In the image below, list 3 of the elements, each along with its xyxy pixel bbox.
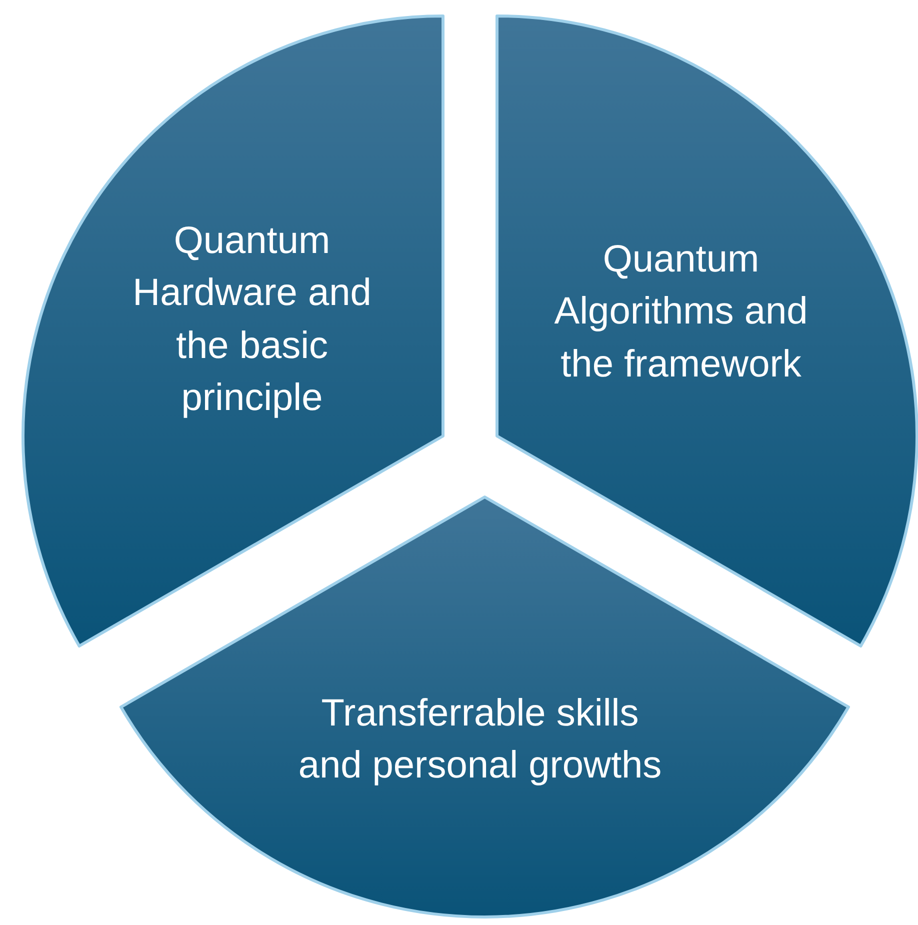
segment-label: Quantum Hardware and the basic principle [132, 219, 372, 422]
segment-label: Quantum Algorithms and the framework [553, 237, 809, 388]
segment-label: Transferrable skills and personal growths [297, 692, 663, 789]
